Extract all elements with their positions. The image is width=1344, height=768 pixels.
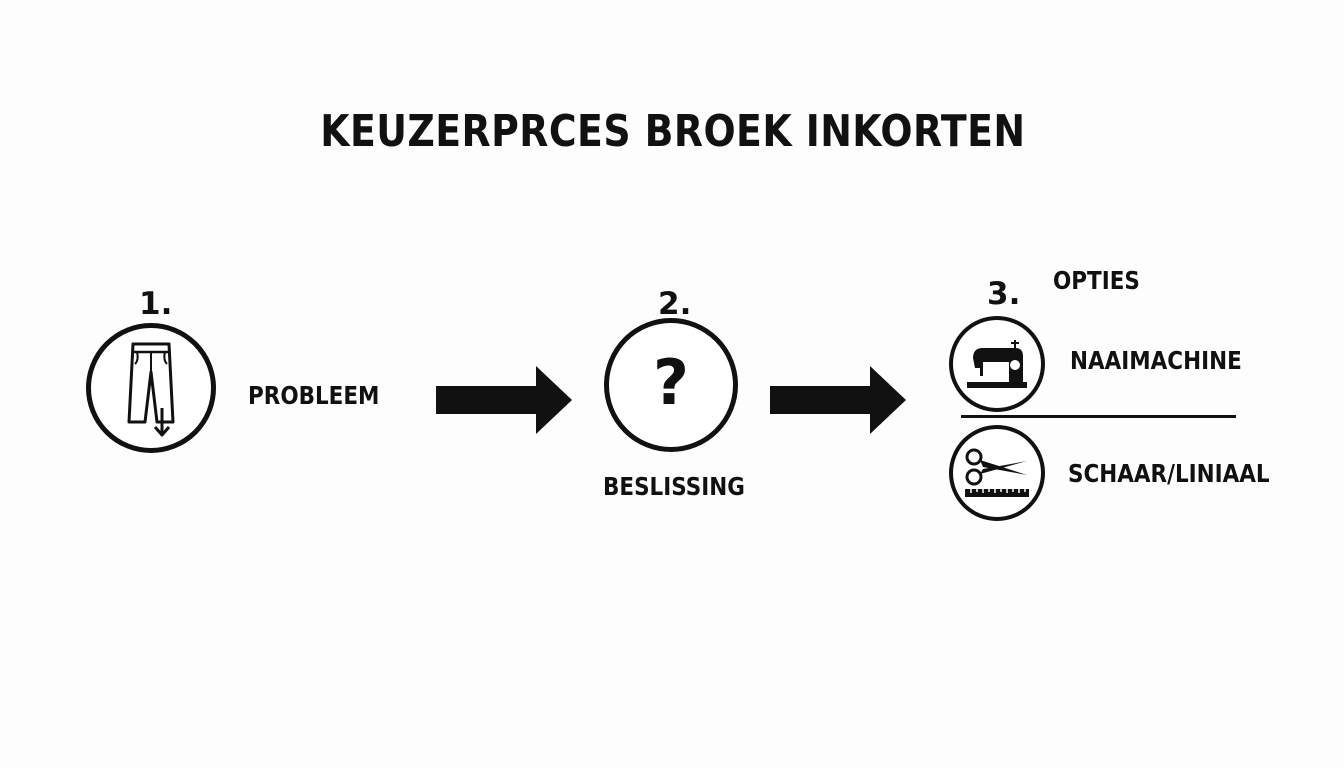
step-2-circle: ?	[604, 318, 738, 452]
arrow-right-icon	[436, 366, 572, 434]
question-mark-icon: ?	[653, 346, 689, 419]
options-divider	[961, 415, 1236, 418]
step-2-label: BESLISSING	[603, 472, 745, 501]
step-1-circle	[86, 323, 216, 453]
arrow-right-icon	[770, 366, 906, 434]
diagram-title: KEUZERPRCES BROEK INKORTEN	[320, 106, 1026, 157]
trousers-arrow-down-icon	[127, 342, 175, 437]
scissors-ruler-icon	[965, 448, 1029, 497]
step-3-number: 3.	[987, 276, 1021, 312]
option-1-circle	[949, 316, 1045, 412]
step-1-number: 1.	[139, 286, 173, 322]
sewing-machine-icon	[967, 340, 1027, 388]
step-1-label: PROBLEEM	[248, 381, 380, 410]
options-header: OPTIES	[1053, 266, 1140, 295]
option-2-circle	[949, 425, 1045, 521]
step-2-number: 2.	[658, 286, 692, 322]
option-2-label: SCHAAR/LINIAAL	[1068, 459, 1270, 488]
option-1-label: NAAIMACHINE	[1070, 346, 1242, 375]
